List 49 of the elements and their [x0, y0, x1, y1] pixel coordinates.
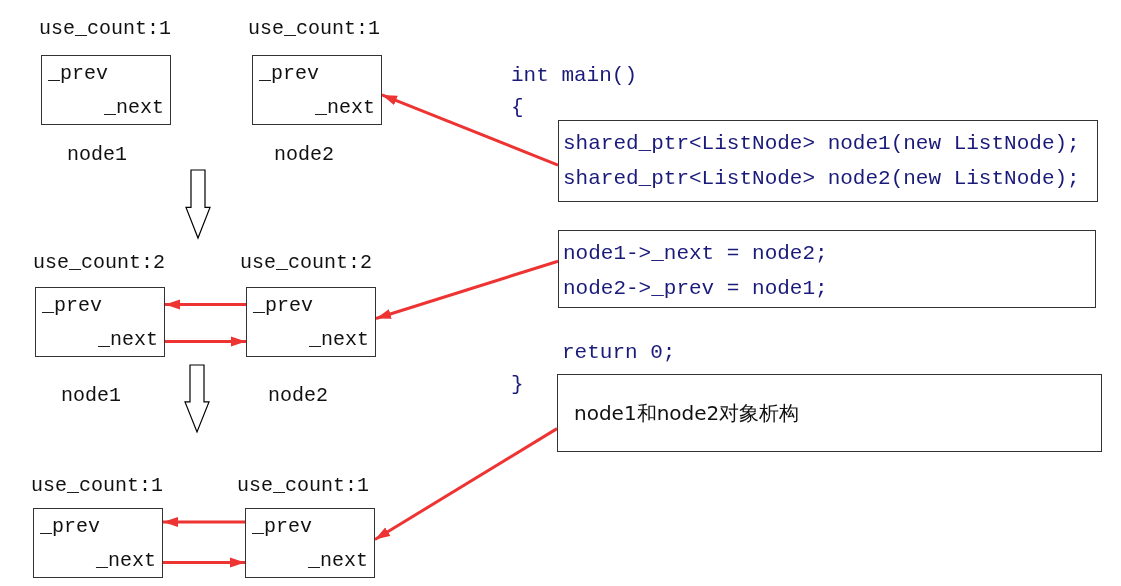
field-name: _next — [104, 96, 164, 120]
field-name: _prev — [253, 294, 313, 318]
field-name: _prev — [42, 294, 102, 318]
list-node-box — [245, 508, 375, 578]
note-text: node1和node2对象析构 — [574, 401, 800, 425]
list-node-box — [41, 55, 171, 125]
node-caption: node2 — [268, 384, 328, 408]
note-box — [557, 374, 1102, 452]
arrow — [374, 427, 558, 541]
count-label: use_count:1 — [39, 17, 172, 41]
field-name: _prev — [48, 62, 108, 86]
code-line: shared_ptr<ListNode> node2(new ListNode); — [563, 167, 1080, 191]
count-label: use_count:1 — [237, 474, 370, 498]
field-name: _next — [98, 328, 158, 352]
field-name: _next — [308, 549, 368, 573]
node-caption: node1 — [61, 384, 121, 408]
count-label: use_count:2 — [240, 251, 373, 275]
arrow — [375, 259, 559, 320]
code-box — [558, 230, 1096, 308]
code-line: node2->_prev = node1; — [563, 277, 828, 301]
code-line: { — [511, 96, 524, 120]
code-box — [558, 120, 1098, 202]
count-label: use_count:1 — [31, 474, 164, 498]
list-node-box — [33, 508, 163, 578]
code-line: node1->_next = node2; — [563, 242, 828, 266]
code-line: shared_ptr<ListNode> node1(new ListNode); — [563, 132, 1080, 156]
node-caption: node2 — [274, 143, 334, 167]
count-label: use_count:1 — [248, 17, 381, 41]
list-node-box — [35, 287, 165, 357]
arrow — [165, 336, 246, 347]
field-name: _next — [309, 328, 369, 352]
arrow — [165, 299, 246, 310]
field-name: _prev — [40, 515, 100, 539]
code-line: return 0; — [562, 341, 676, 365]
field-name: _next — [315, 96, 375, 120]
arrow — [163, 557, 245, 568]
list-node-box — [246, 287, 376, 357]
field-name: _next — [96, 549, 156, 573]
node-caption: node1 — [67, 143, 127, 167]
field-name: _prev — [252, 515, 312, 539]
hollow-arrow — [184, 364, 210, 434]
code-line: int main() — [511, 64, 638, 88]
count-label: use_count:2 — [33, 251, 166, 275]
list-node-box — [252, 55, 382, 125]
hollow-arrow — [185, 169, 211, 240]
field-name: _prev — [259, 62, 319, 86]
arrow — [381, 93, 559, 167]
arrow — [163, 517, 245, 527]
code-line: } — [511, 373, 524, 397]
